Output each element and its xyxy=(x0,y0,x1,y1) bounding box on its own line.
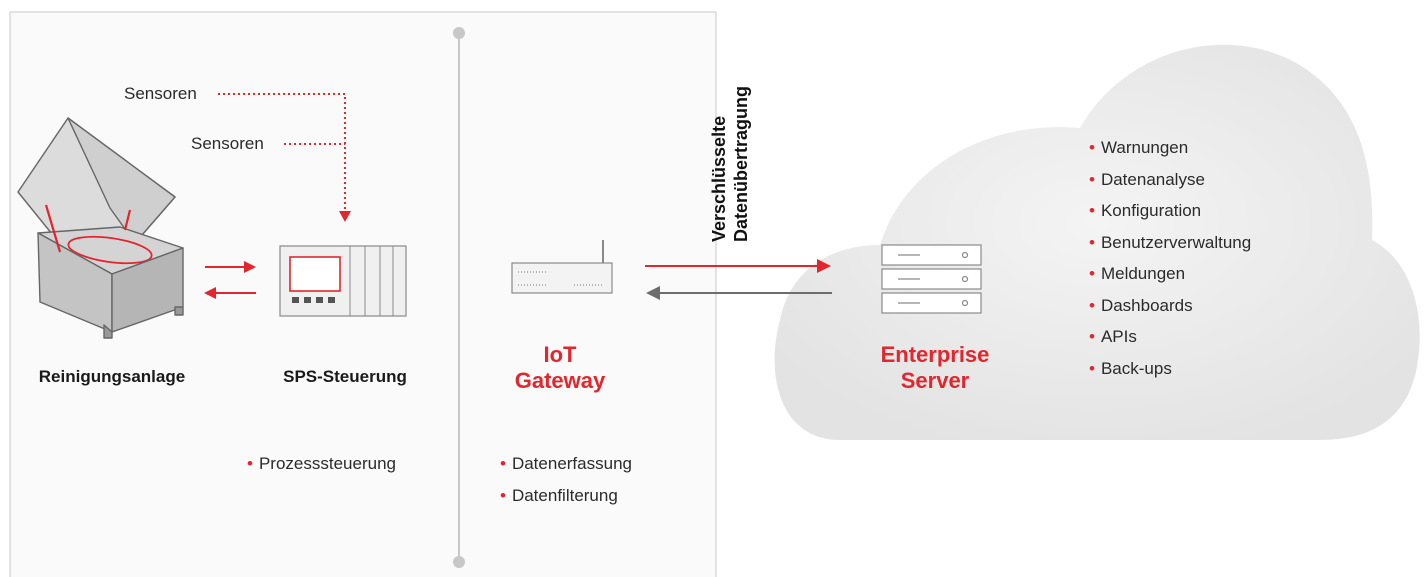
list-item: Prozesssteuerung xyxy=(247,454,396,486)
plc-icon xyxy=(279,245,407,317)
server-label: Enterprise Server xyxy=(855,342,1015,394)
server-label-line: Server xyxy=(900,368,970,393)
cleaning-machine-icon xyxy=(17,117,184,339)
sensor-arrowhead xyxy=(339,211,351,222)
divider-line xyxy=(453,27,465,568)
cloud-feature-list: Warnungen Datenanalyse Konfiguration Ben… xyxy=(1089,138,1251,390)
list-item: APIs xyxy=(1089,327,1251,359)
gateway-label-line: IoT xyxy=(543,342,577,367)
transfer-label: Verschlüsselte Datenübertragung xyxy=(708,14,752,242)
list-item: Datenanalyse xyxy=(1089,170,1251,202)
list-item: Warnungen xyxy=(1089,138,1251,170)
sensor-label: Sensoren xyxy=(191,134,264,153)
list-item: Datenfilterung xyxy=(500,486,632,518)
plc-feature-list: Prozesssteuerung xyxy=(247,454,396,486)
gateway-router-icon xyxy=(511,240,613,294)
list-item: Dashboards xyxy=(1089,296,1251,328)
machine-plc-arrows xyxy=(204,261,256,299)
gateway-server-arrows xyxy=(645,259,832,300)
gateway-label-line: Gateway xyxy=(514,368,606,393)
list-item: Datenerfassung xyxy=(500,454,632,486)
list-item: Back-ups xyxy=(1089,359,1251,391)
transfer-label-line: Verschlüsselte xyxy=(709,115,729,242)
server-label-line: Enterprise xyxy=(880,342,990,367)
cleaning-system-label: Reinigungsanlage xyxy=(38,367,186,386)
server-icon xyxy=(881,244,982,314)
sensor-connectors xyxy=(218,93,346,212)
sensor-label: Sensoren xyxy=(124,84,197,103)
list-item: Benutzerverwaltung xyxy=(1089,233,1251,265)
transfer-label-line: Datenübertragung xyxy=(731,85,751,242)
list-item: Meldungen xyxy=(1089,264,1251,296)
gateway-label: IoT Gateway xyxy=(495,342,625,394)
gateway-feature-list: Datenerfassung Datenfilterung xyxy=(500,454,632,517)
list-item: Konfiguration xyxy=(1089,201,1251,233)
plc-label: SPS-Steuerung xyxy=(283,367,407,386)
